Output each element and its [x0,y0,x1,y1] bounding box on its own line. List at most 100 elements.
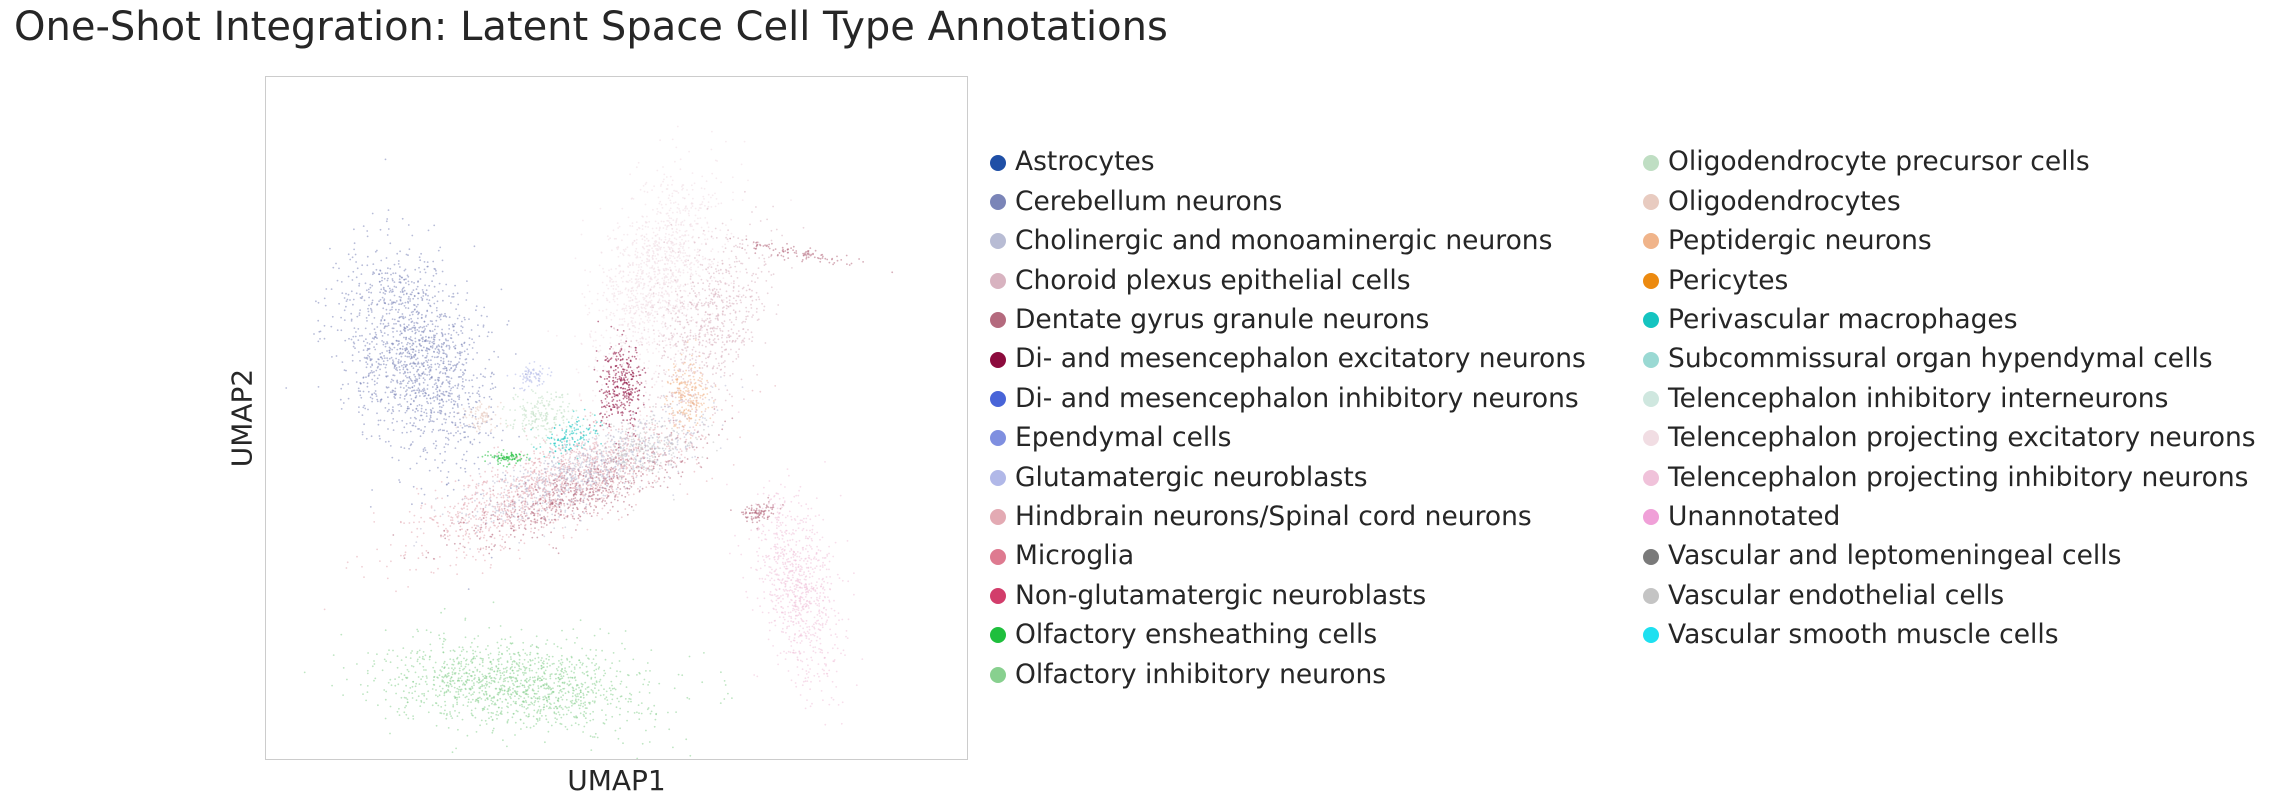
scatter-point [368,291,370,294]
scatter-point [395,308,397,311]
scatter-point [651,304,653,306]
scatter-point [670,275,673,278]
scatter-point [508,491,511,494]
scatter-point [670,260,672,262]
scatter-point [392,272,395,275]
scatter-point [644,307,647,310]
scatter-point [446,375,449,378]
scatter-point [695,308,698,311]
scatter-point [421,388,424,391]
scatter-point [674,396,677,399]
scatter-point [674,328,676,331]
scatter-point [707,266,709,269]
scatter-point [578,393,581,395]
scatter-point [454,447,457,449]
scatter-point [399,325,402,327]
scatter-point [702,269,704,271]
scatter-point [588,311,591,314]
scatter-point [645,233,648,236]
scatter-point [685,349,688,352]
scatter-point [605,410,608,413]
scatter-point [651,309,653,312]
scatter-point [732,309,735,312]
scatter-point [637,306,639,309]
scatter-point [728,336,730,339]
scatter-point [600,465,602,468]
scatter-point [690,266,692,269]
scatter-point [616,496,619,498]
scatter-point [363,576,365,578]
scatter-point [643,247,646,250]
scatter-point [710,330,713,333]
scatter-point [677,340,680,343]
scatter-point [643,261,646,264]
scatter-point [451,392,453,395]
scatter-point [591,462,594,465]
scatter-point [422,336,424,339]
scatter-point [436,497,439,499]
scatter-point [542,439,545,441]
scatter-point [701,361,703,363]
scatter-point [706,313,709,316]
scatter-point [432,428,435,431]
scatter-point [561,427,563,430]
scatter-point [603,422,605,424]
scatter-point [613,300,616,303]
scatter-point [422,377,425,380]
scatter-point [682,285,685,287]
scatter-point [387,402,390,405]
scatter-point [399,372,401,374]
scatter-point [437,466,439,469]
scatter-point [380,288,383,291]
scatter-point [742,286,745,289]
scatter-point [382,286,385,289]
scatter-point [791,267,793,269]
scatter-point [484,559,486,562]
scatter-point [467,435,469,438]
scatter-point [552,505,554,508]
scatter-point [585,508,588,511]
scatter-point [689,274,692,276]
scatter-point [413,521,415,524]
scatter-point [638,264,640,266]
scatter-point [694,292,696,294]
scatter-point [434,489,437,492]
scatter-point [445,369,448,372]
scatter-point [683,400,685,403]
scatter-point [410,355,413,358]
scatter-point [387,285,390,288]
scatter-point [721,245,724,248]
scatter-point [749,223,751,226]
scatter-point [448,344,450,347]
scatter-point [492,373,495,376]
scatter-point [418,339,420,341]
scatter-point [472,358,474,361]
scatter-point [610,318,613,321]
scatter-point [594,480,597,482]
scatter-point [615,280,617,283]
scatter-point [338,267,340,270]
scatter-point [417,409,419,412]
scatter-point [562,537,565,539]
scatter-point [550,475,553,478]
scatter-point [403,387,405,389]
scatter-point [550,448,552,450]
scatter-point [380,320,382,322]
scatter-point [706,341,709,344]
scatter-point [462,545,465,548]
scatter-point [695,361,697,364]
scatter-point [632,241,634,244]
scatter-point [381,279,383,282]
scatter-point [617,293,620,295]
scatter-point [691,357,694,360]
scatter-point [427,294,429,297]
scatter-point [655,347,658,350]
scatter-point [589,455,592,458]
scatter-point [515,478,518,481]
scatter-point [471,479,474,482]
scatter-point [680,259,683,262]
scatter-point [428,421,430,423]
scatter-point [627,473,629,475]
scatter-point [645,181,648,184]
scatter-point [415,462,418,465]
